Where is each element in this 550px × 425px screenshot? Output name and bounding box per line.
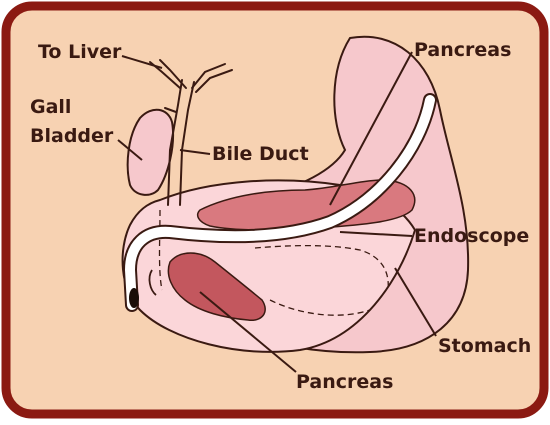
label-pancreas-top: Pancreas (414, 39, 511, 61)
label-to-liver: To Liver (38, 41, 122, 63)
label-bile-duct: Bile Duct (212, 143, 309, 165)
endoscope-tip (129, 288, 139, 308)
label-pancreas-bottom: Pancreas (296, 371, 393, 393)
label-stomach: Stomach (438, 335, 531, 357)
label-endoscope: Endoscope (414, 225, 529, 247)
label-gall-bladder-line2: Bladder (30, 125, 114, 147)
label-gall-bladder-line1: Gall (30, 96, 71, 118)
